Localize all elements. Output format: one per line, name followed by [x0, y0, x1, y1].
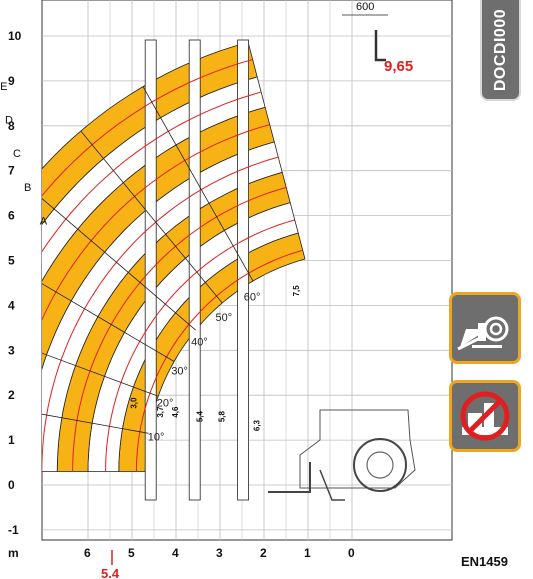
- telehandler-outline: [268, 409, 416, 501]
- boom-angle-ray: [42, 352, 159, 397]
- machine-stabilizer: [319, 469, 345, 501]
- capacity-label: 5,8: [217, 410, 226, 422]
- capacity-label: 3,0: [129, 397, 138, 409]
- machine-wheel-hub: [366, 451, 394, 479]
- x-tick-label: 0: [348, 546, 355, 560]
- machine-forks: [268, 462, 311, 493]
- extension-label: A: [40, 216, 48, 228]
- y-tick-label: 7: [8, 164, 15, 178]
- machine-wheel: [353, 438, 407, 492]
- y-tick-label: 8: [8, 119, 15, 133]
- capacity-column: [237, 39, 250, 501]
- document-code-label: DOCDI000: [491, 8, 509, 91]
- norm-label: EN1459: [461, 554, 508, 569]
- capacity-curve: [72, 187, 287, 472]
- document-code-badge: DOCDI000: [480, 0, 521, 101]
- machine-body: [299, 409, 416, 489]
- x-tick-label: 5: [128, 546, 135, 560]
- capacity-label: 3,7: [156, 406, 165, 418]
- capacity-label: 6,3: [253, 419, 262, 431]
- y-tick-label: 1: [8, 433, 15, 447]
- y-tick-label: 6: [8, 209, 15, 223]
- y-tick-label: 4: [8, 298, 15, 312]
- boom-angle-label: 40°: [191, 337, 208, 349]
- y-tick-label: 9: [8, 74, 15, 88]
- x-tick-label: 3: [216, 546, 223, 560]
- y-tick-label: 3: [8, 343, 15, 357]
- capacity-curve: [42, 91, 262, 253]
- y-tick-label: 5: [8, 254, 15, 268]
- x-tick-label: 1: [304, 546, 311, 560]
- extension-label: D: [5, 115, 13, 127]
- fork-icon: [374, 30, 386, 62]
- capacity-curve: [135, 249, 303, 472]
- boom-angle-ray: [42, 198, 196, 331]
- boom-angle-label: 10°: [148, 431, 165, 443]
- extension-label: C: [13, 148, 21, 160]
- capacity-label: 5,4: [195, 410, 204, 422]
- boom-angle-label: 50°: [216, 312, 233, 324]
- x-tick-label: 4: [172, 546, 179, 560]
- x-unit-label: m: [8, 546, 19, 560]
- capacity-curve: [42, 124, 270, 321]
- boom-angle-ray: [42, 283, 175, 362]
- y-tick-label: 2: [8, 388, 15, 402]
- boom-angle-label: 60°: [244, 292, 261, 304]
- capacity-band: [42, 41, 258, 225]
- stabilizers-down-icon: [449, 292, 521, 364]
- no-stabilizers-icon: [449, 380, 521, 452]
- x-tick-label: 2: [260, 546, 267, 560]
- x-tick-label: 6: [84, 546, 91, 560]
- y-tick-label: 10: [8, 29, 22, 43]
- boom-angle-label: 30°: [171, 366, 188, 378]
- max-reach-label: 5.4: [101, 566, 120, 579]
- y-tick-label: -1: [8, 523, 19, 537]
- y-tick-label: 0: [8, 478, 15, 492]
- capacity-label: 7,5: [292, 285, 301, 297]
- capacity-curve: [42, 59, 253, 197]
- boom-angle-ray: [80, 130, 223, 304]
- capacity-label: 4,6: [171, 406, 180, 418]
- boom-angle-ray: [42, 413, 149, 434]
- boom-angle-label: 20°: [157, 397, 174, 409]
- extension-label: E: [0, 81, 7, 93]
- extension-label: B: [24, 182, 31, 194]
- fork-dimension-label: 600: [356, 1, 374, 13]
- capacity-curve: [42, 156, 279, 472]
- boom-angle-ray: [142, 86, 254, 282]
- max-height-label: 9,65: [384, 58, 413, 75]
- capacity-curve: [105, 219, 295, 472]
- chart-lines: [42, 59, 303, 472]
